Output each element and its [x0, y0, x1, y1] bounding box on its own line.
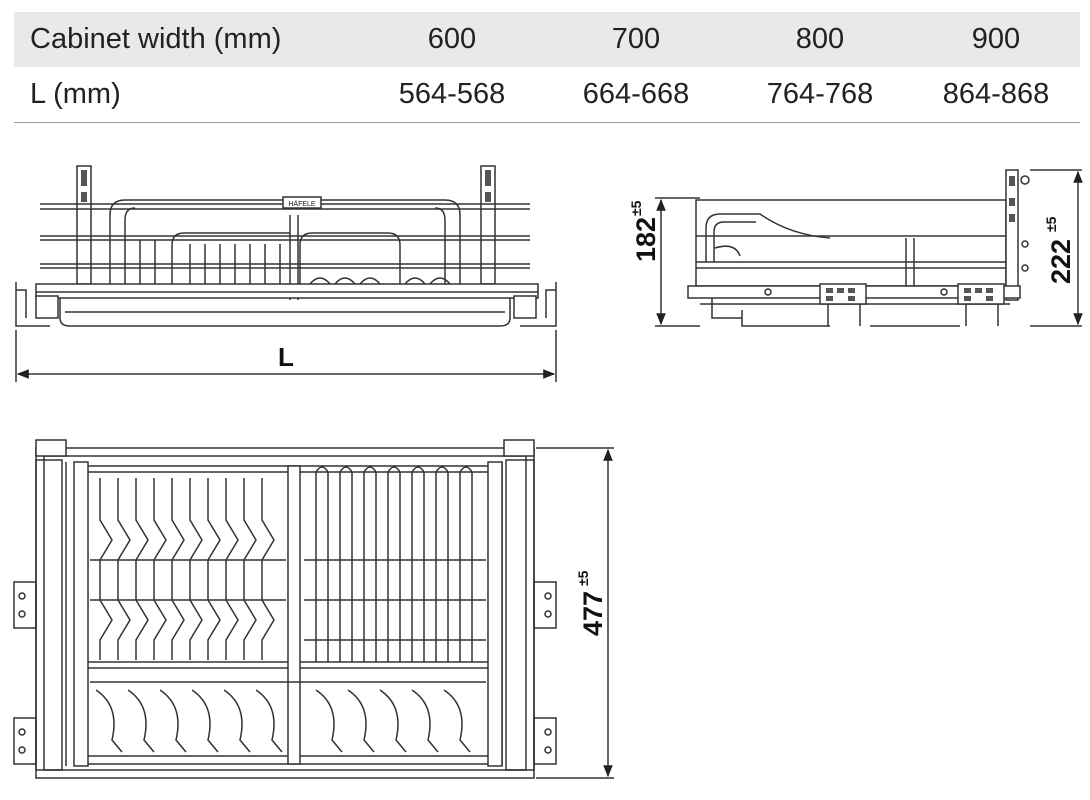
dimension-477-value: 477 — [578, 591, 608, 636]
width-600: 600 — [360, 12, 544, 67]
side-dimension-222 — [1030, 169, 1083, 327]
front-mount-posts — [76, 165, 496, 285]
front-cabinet-walls — [15, 282, 557, 327]
dimension-222-value: 222 — [1046, 239, 1076, 284]
spec-length-row: L (mm) 564-568 664-668 764-768 864-868 — [14, 67, 1080, 123]
top-bowl-rack-lower — [90, 681, 486, 753]
top-basket-frame — [73, 461, 503, 767]
top-dimension-477 — [536, 447, 614, 779]
side-dimension-182 — [655, 197, 700, 327]
dimension-182-tolerance: ±5 — [628, 200, 644, 216]
side-runner — [687, 283, 1021, 327]
width-700: 700 — [544, 12, 728, 67]
side-basket — [695, 199, 1007, 287]
spec-header-row: Cabinet width (mm) 600 700 800 900 — [14, 12, 1080, 67]
length-label: L (mm) — [14, 67, 360, 123]
length-800: 764-768 — [728, 67, 912, 123]
cabinet-width-label: Cabinet width (mm) — [14, 12, 360, 67]
length-900: 864-868 — [912, 67, 1080, 123]
front-dimension-L — [15, 330, 557, 382]
front-rack-dividers — [139, 215, 451, 300]
side-mount-post — [1005, 169, 1030, 301]
top-dimension-477-label: 477 ±5 — [575, 570, 608, 636]
spec-table: Cabinet width (mm) 600 700 800 900 L (mm… — [14, 12, 1080, 123]
top-mount-brackets — [13, 439, 557, 765]
side-view — [655, 169, 1083, 327]
front-brand-plate: HÄFELE — [282, 196, 322, 209]
side-dimension-182-label: 182 ±5 — [628, 200, 661, 262]
front-view: HÄFELE — [15, 165, 557, 382]
width-800: 800 — [728, 12, 912, 67]
side-dimension-222-label: 222 ±5 — [1043, 216, 1076, 284]
front-basket-frame — [109, 199, 461, 284]
dimension-477-tolerance: ±5 — [575, 570, 591, 586]
top-plate-rack-upper — [90, 478, 286, 660]
dimension-182-value: 182 — [631, 217, 661, 262]
dimension-L-label: L — [278, 342, 294, 372]
top-straight-bars — [304, 466, 486, 662]
length-700: 664-668 — [544, 67, 728, 123]
front-base-tray — [35, 283, 539, 327]
length-600: 564-568 — [360, 67, 544, 123]
dimension-222-tolerance: ±5 — [1043, 216, 1059, 232]
svg-text:HÄFELE: HÄFELE — [288, 200, 316, 208]
front-rails — [40, 203, 530, 269]
top-view — [13, 439, 614, 779]
width-900: 900 — [912, 12, 1080, 67]
